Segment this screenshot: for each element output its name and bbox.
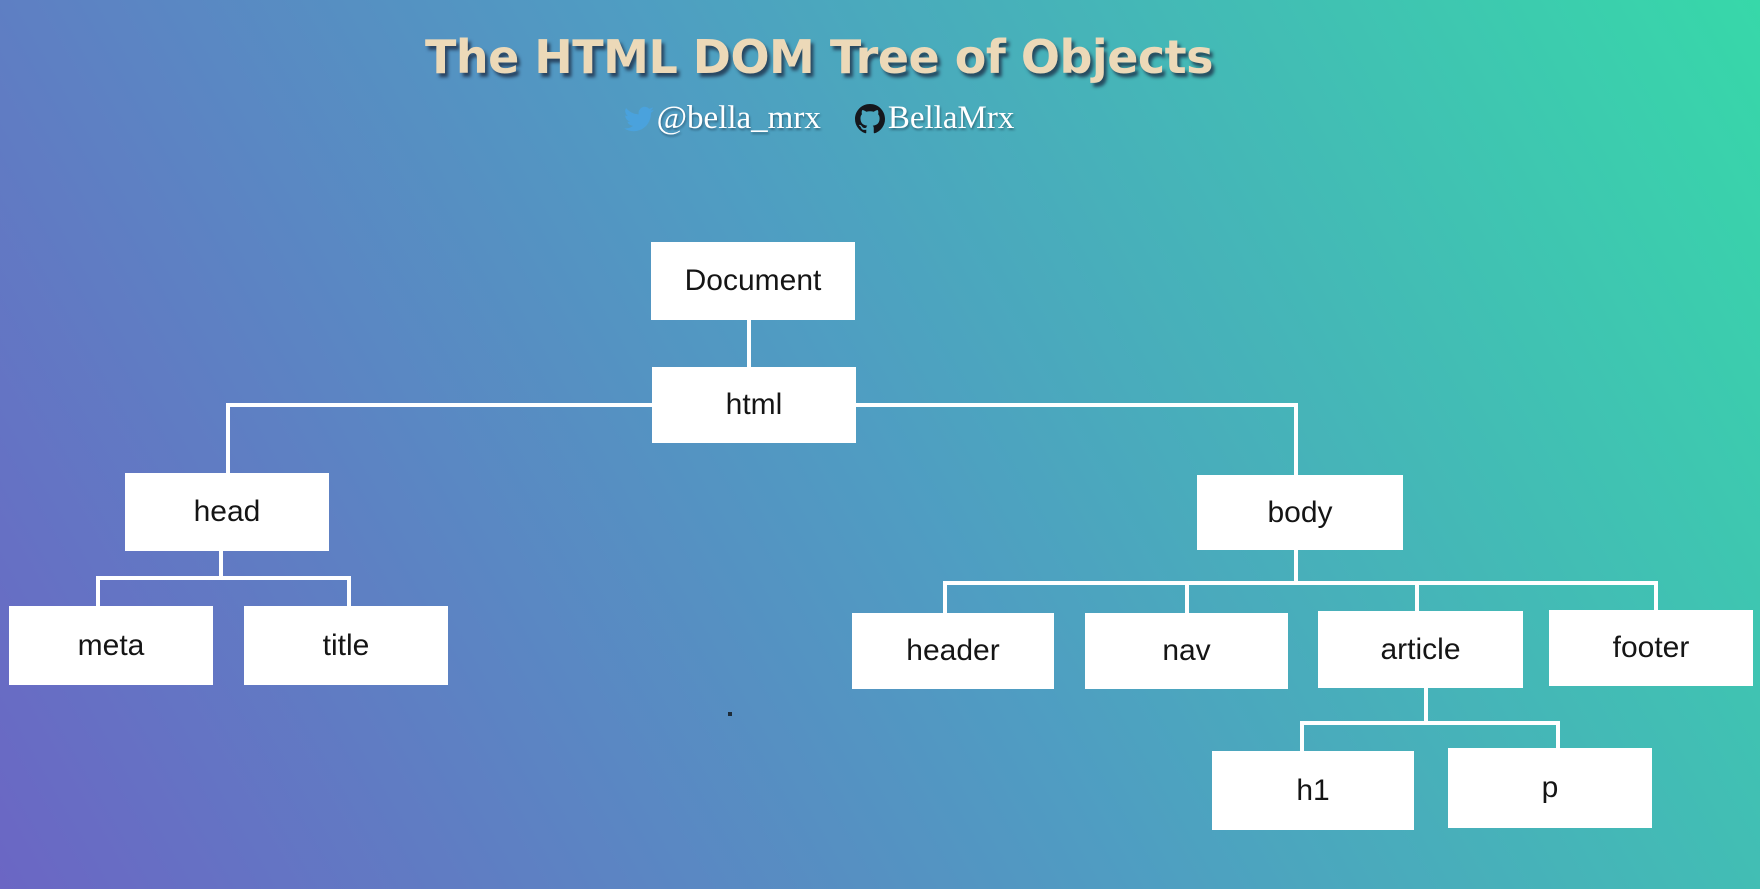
connector-body-footer [1654, 581, 1658, 611]
tree-node-footer: footer [1549, 610, 1753, 686]
connector-article-p [1556, 721, 1560, 749]
tree-node-title: title [244, 606, 448, 685]
connector-article-h1 [1300, 721, 1304, 752]
connector-head-stem [219, 549, 223, 580]
connector-body-header [943, 581, 947, 614]
github-octocat-icon [854, 103, 885, 134]
connector-document-html [747, 320, 751, 367]
tree-node-html: html [652, 367, 856, 443]
github-handle: BellaMrx [887, 100, 1015, 136]
tree-node-p: p [1448, 748, 1652, 828]
connector-html-head [226, 403, 230, 473]
twitter-handle: @bella_mrx [656, 100, 821, 136]
connector-article-stem [1424, 688, 1428, 724]
tree-node-h1: h1 [1212, 751, 1414, 830]
twitter-bird-icon [623, 104, 654, 134]
tree-node-meta: meta [9, 606, 213, 685]
stray-dot-artifact [728, 712, 732, 716]
tree-node-article: article [1318, 611, 1523, 688]
tree-node-head: head [125, 473, 329, 551]
github-link[interactable]: BellaMrx [854, 100, 1015, 137]
connector-body-nav [1185, 581, 1189, 614]
tree-node-document: Document [651, 242, 855, 320]
connector-article-bus [1300, 721, 1560, 725]
connector-html-right-arm [852, 403, 1298, 407]
connector-html-left-arm [226, 403, 656, 407]
connector-body-article [1415, 581, 1419, 612]
connector-head-title [347, 576, 351, 608]
connector-html-body [1294, 403, 1298, 475]
connector-body-bus [943, 581, 1658, 585]
twitter-link[interactable]: @bella_mrx [623, 100, 821, 137]
page-title: The HTML DOM Tree of Objects [424, 30, 1214, 84]
connector-head-meta [96, 576, 100, 608]
social-links-row: @bella_mrx BellaMrx [0, 100, 1638, 137]
tree-node-nav: nav [1085, 613, 1288, 689]
connector-body-stem [1294, 548, 1298, 584]
tree-node-body: body [1197, 475, 1403, 550]
tree-node-header: header [852, 613, 1054, 689]
page-header: The HTML DOM Tree of Objects @bella_mrx … [0, 0, 1638, 137]
connector-head-bus [96, 576, 351, 580]
